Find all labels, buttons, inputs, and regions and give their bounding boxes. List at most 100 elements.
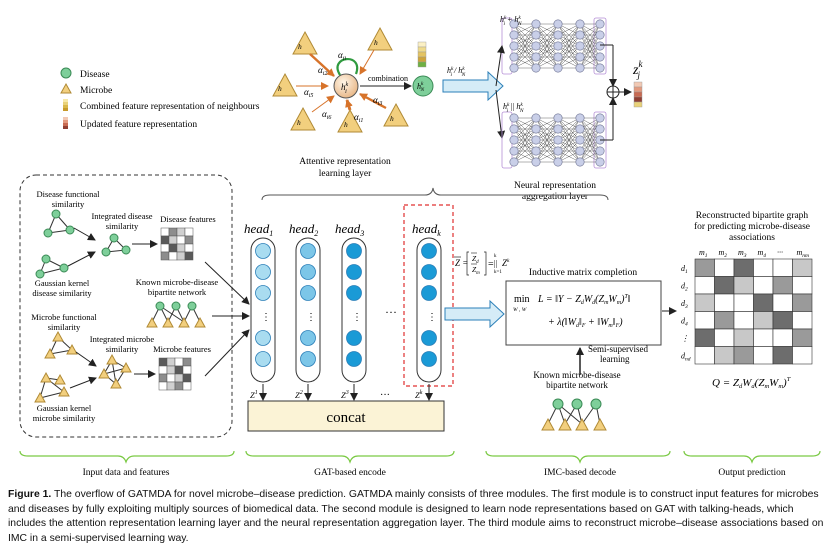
nn-input-arrow xyxy=(495,89,506,139)
nn-neuron xyxy=(553,113,563,123)
nn-neuron xyxy=(553,135,563,145)
matrix-cell xyxy=(158,357,168,367)
nn-edge xyxy=(535,117,559,141)
head-node xyxy=(421,243,437,259)
head-node xyxy=(300,243,316,259)
head-node xyxy=(346,285,362,301)
imc-min: min xyxy=(514,294,530,305)
matrix-cell xyxy=(184,243,194,253)
nn-edge xyxy=(535,23,559,58)
output-col-sub: 2 xyxy=(724,253,727,259)
nn-neuron xyxy=(595,63,605,73)
microbe-functional-label: Microbe functional xyxy=(31,312,97,322)
head-node xyxy=(346,264,362,280)
input-section: Disease functional similarity Integrated… xyxy=(31,189,218,423)
output-cell xyxy=(733,258,754,277)
nn-neuron xyxy=(531,146,541,156)
nn-edge xyxy=(579,23,601,47)
output-cell xyxy=(714,258,735,277)
nn-neuron xyxy=(575,113,585,123)
attention-caption: Attentive representation xyxy=(299,157,391,167)
imc-section: Inductive matrix completion min W , W L … xyxy=(505,268,677,431)
nn-edge xyxy=(513,128,537,163)
nn-edge xyxy=(513,23,537,58)
matrix-cell xyxy=(160,243,170,253)
nn-edge xyxy=(535,45,559,69)
nn-edge xyxy=(535,117,559,152)
matrix-cell xyxy=(160,251,170,261)
matrix-cell xyxy=(184,251,194,261)
self-loop-arrow xyxy=(336,58,359,76)
matrix-cell xyxy=(184,235,194,245)
microbe-functional-graph xyxy=(44,330,78,359)
output-cell xyxy=(753,258,774,277)
nn-neuron xyxy=(531,63,541,73)
section-label-imc: IMC-based decode xyxy=(544,468,616,478)
matrix-cell xyxy=(158,365,168,375)
output-cell xyxy=(792,293,813,312)
alpha-label: αi5 xyxy=(304,87,313,99)
nn-neuron xyxy=(575,19,585,29)
input-bipartite-graph xyxy=(146,301,206,328)
section-label-output: Output prediction xyxy=(718,468,786,478)
nn-neuron xyxy=(509,113,519,123)
output-cell xyxy=(733,311,754,330)
nn-edge xyxy=(557,117,581,163)
nn-neuron xyxy=(575,135,585,145)
attention-arrow xyxy=(359,49,375,75)
nn-edge xyxy=(513,45,537,69)
z-label: Z1 xyxy=(250,390,258,400)
imc-formula-box xyxy=(505,280,662,346)
output-row-label: dnd xyxy=(681,352,691,363)
nn-neuron xyxy=(531,157,541,167)
nn-neuron xyxy=(531,52,541,62)
matrix-cell xyxy=(166,357,176,367)
neighbor-triangles xyxy=(272,26,409,133)
neighbor-label: h xyxy=(390,114,394,123)
nn-neuron xyxy=(595,41,605,51)
microbe-features-label: Microbe features xyxy=(153,344,211,354)
output-cell xyxy=(694,276,715,295)
output-cell xyxy=(733,346,754,365)
neighbor-label: h xyxy=(298,42,302,51)
attention-caption: learning layer xyxy=(319,169,372,179)
nn-neuron xyxy=(531,124,541,134)
attention-arrow xyxy=(309,53,335,77)
input-arrow xyxy=(73,227,96,241)
output-cell xyxy=(772,293,793,312)
head-node xyxy=(421,285,437,301)
output-title: Reconstructed bipartite graph xyxy=(696,211,809,221)
nn-edge xyxy=(557,128,581,163)
matrix-cell xyxy=(182,357,192,367)
nn-neuron xyxy=(509,52,519,62)
nn-edge xyxy=(579,34,601,69)
microbe-feature-matrix xyxy=(158,357,192,391)
matrix-cell xyxy=(168,227,178,237)
matrix-cell xyxy=(182,365,192,375)
figure-caption-text: The overflow of GATMDA for novel microbe… xyxy=(8,489,824,544)
updated-feature-bar xyxy=(633,81,643,108)
nn-neuron xyxy=(553,30,563,40)
input-to-heads-arrow xyxy=(204,329,250,377)
matrix-cell xyxy=(176,251,186,261)
output-title: for predicting microbe-disease xyxy=(694,221,810,232)
head-node xyxy=(346,351,362,367)
output-cell xyxy=(694,293,715,312)
integrated-disease-graph xyxy=(101,233,131,257)
microbe-legend-icon xyxy=(60,82,72,94)
zbar-stack: Z = Zd Zm = || k k=1 Zk xyxy=(454,251,510,276)
head-label: head2 xyxy=(289,221,318,238)
matrix-cell xyxy=(174,365,184,375)
neighbor-triangle xyxy=(367,26,393,51)
nn-edge xyxy=(513,23,537,47)
output-col-label: m3 xyxy=(738,248,747,259)
input-arrow xyxy=(67,251,96,267)
matrix-cell xyxy=(184,227,194,237)
nn-neuron xyxy=(509,157,519,167)
neighbor-triangle xyxy=(290,106,316,131)
framework-diagram: Disease Microbe Combined feature represe… xyxy=(19,15,821,478)
nn-caption: Neural representation xyxy=(514,181,596,191)
gat-top-brace xyxy=(261,187,609,201)
